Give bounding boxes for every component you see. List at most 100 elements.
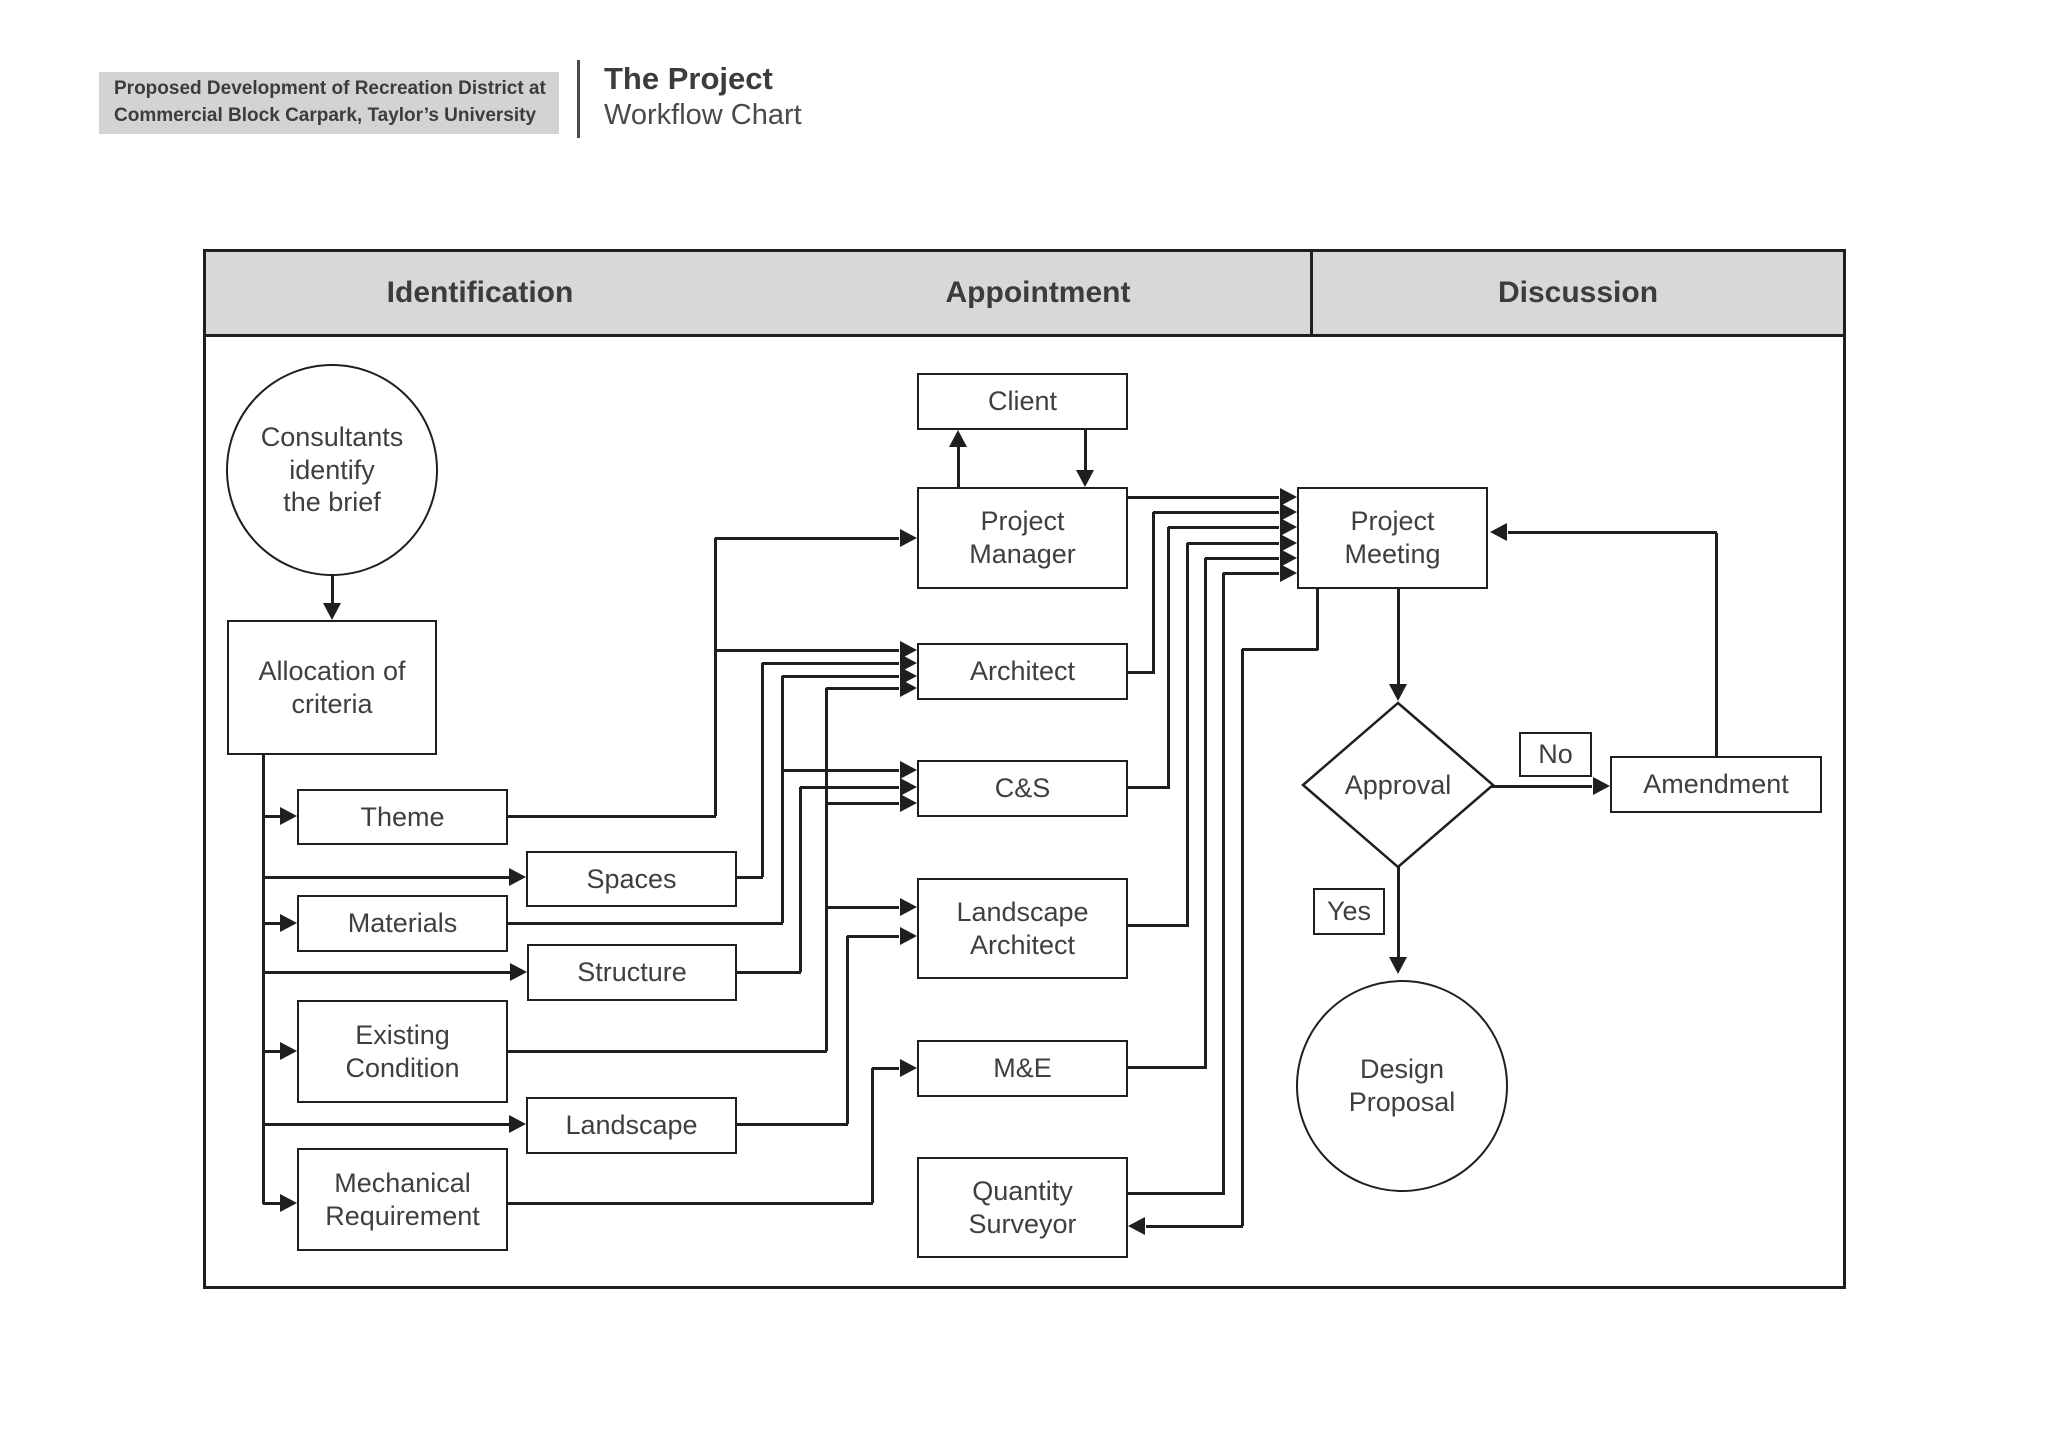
connector-line — [1168, 525, 1279, 529]
arrowhead — [1280, 549, 1297, 567]
connector-line — [1128, 1065, 1207, 1069]
connector-line — [263, 875, 512, 879]
arrowhead — [280, 1042, 297, 1060]
connector-line — [800, 785, 899, 789]
connector-line — [826, 801, 899, 805]
connector-line — [715, 536, 899, 540]
arrowhead — [900, 927, 917, 945]
arrowhead — [280, 807, 297, 825]
connector-line — [1146, 1224, 1243, 1228]
connector-line — [870, 1068, 874, 1203]
node-structure: Structure — [527, 944, 737, 1001]
connector-line — [1396, 863, 1400, 957]
connector-line — [263, 1049, 283, 1053]
connector-line — [263, 970, 513, 974]
arrowhead — [1280, 534, 1297, 552]
arrowhead — [323, 603, 341, 620]
arrowhead — [1490, 523, 1507, 541]
connector-line — [872, 1066, 899, 1070]
connector-line — [1242, 647, 1318, 651]
arrowhead — [510, 963, 527, 981]
node-approval: Approval — [1344, 769, 1452, 800]
phase-label-appointment: Appointment — [945, 276, 1131, 309]
arrowhead — [280, 914, 297, 932]
connector-line — [1185, 543, 1189, 925]
connector-line — [847, 934, 899, 938]
arrowhead — [900, 529, 917, 547]
connector-line — [762, 661, 899, 665]
arrowhead — [900, 1059, 917, 1077]
connector-line — [1205, 556, 1279, 560]
node-cs: C&S — [917, 760, 1128, 817]
connector-line — [1083, 430, 1087, 471]
connector-line — [1714, 533, 1718, 756]
page-subtitle: Workflow Chart — [604, 99, 802, 131]
connector-line — [261, 755, 265, 1204]
connector-line — [263, 814, 283, 818]
connector-line — [715, 648, 899, 652]
connector-line — [508, 1049, 827, 1053]
connector-line — [1396, 589, 1400, 684]
connector-line — [1187, 541, 1279, 545]
connector-line — [1151, 512, 1155, 672]
node-spaces: Spaces — [526, 851, 737, 907]
arrowhead — [1128, 1217, 1145, 1235]
connector-line — [780, 676, 784, 923]
connector-line — [508, 921, 783, 925]
phase-label-discussion: Discussion — [1497, 276, 1659, 309]
arrowhead — [1280, 488, 1297, 506]
connector-line — [1203, 558, 1207, 1067]
connector-line — [263, 1201, 283, 1205]
connector-line — [1491, 784, 1592, 788]
title-divider — [577, 60, 580, 138]
connector-line — [1128, 495, 1279, 499]
node-me: M&E — [917, 1040, 1128, 1097]
connector-line — [713, 538, 717, 816]
node-landscape-architect: Landscape Architect — [917, 878, 1128, 979]
node-project-manager: Project Manager — [917, 487, 1128, 589]
phase-label-identification: Identification — [386, 276, 574, 309]
node-design-proposal: Design Proposal — [1296, 980, 1508, 1192]
arrowhead — [900, 679, 917, 697]
connector-line — [1221, 573, 1225, 1193]
node-architect: Architect — [917, 643, 1128, 700]
connector-line — [782, 768, 899, 772]
node-no-label: No — [1519, 732, 1592, 777]
connector-line — [737, 1122, 848, 1126]
connector-line — [826, 686, 899, 690]
node-existing-condition: Existing Condition — [297, 1000, 508, 1103]
node-quantity-surveyor: Quantity Surveyor — [917, 1157, 1128, 1258]
connector-line — [508, 814, 716, 818]
arrowhead — [1389, 957, 1407, 974]
connector-line — [956, 446, 960, 487]
arrowhead — [1280, 564, 1297, 582]
node-landscape: Landscape — [526, 1097, 737, 1154]
arrowhead — [509, 868, 526, 886]
connector-line — [1315, 589, 1319, 650]
node-mechanical-requirement: Mechanical Requirement — [297, 1148, 508, 1251]
connector-line — [1166, 527, 1170, 787]
connector-line — [782, 674, 899, 678]
connector-line — [798, 787, 802, 972]
project-badge: Proposed Development of Recreation Distr… — [99, 72, 559, 134]
connector-line — [1128, 923, 1189, 927]
connector-line — [737, 970, 801, 974]
project-badge-line2: Commercial Block Carpark, Taylor’s Unive… — [114, 105, 537, 126]
node-theme: Theme — [297, 789, 508, 845]
arrowhead — [900, 898, 917, 916]
arrowhead — [280, 1194, 297, 1212]
node-allocation-of-criteria: Allocation of criteria — [227, 620, 437, 755]
node-client: Client — [917, 373, 1128, 430]
connector-line — [1508, 530, 1717, 534]
approval-diamond-shape — [1301, 701, 1495, 869]
node-materials: Materials — [297, 895, 508, 952]
arrowhead — [1280, 503, 1297, 521]
connector-line — [1240, 649, 1244, 1226]
arrowhead — [1389, 684, 1407, 701]
node-project-meeting: Project Meeting — [1297, 487, 1488, 589]
arrowhead — [509, 1115, 526, 1133]
connector-line — [1128, 785, 1170, 789]
node-yes-label: Yes — [1313, 888, 1385, 935]
connector-line — [824, 688, 828, 1051]
connector-line — [1223, 571, 1279, 575]
